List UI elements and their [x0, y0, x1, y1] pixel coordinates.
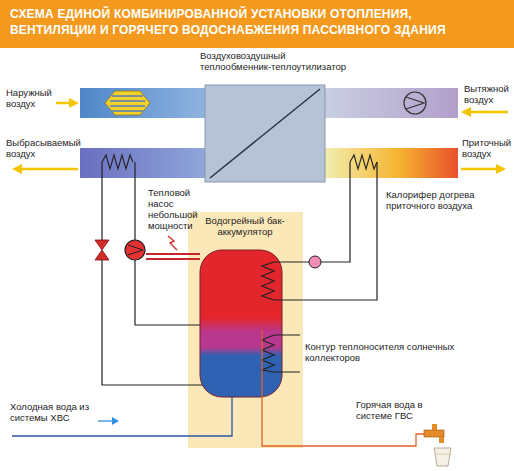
drawing-part: [128, 245, 143, 255]
air-label: Выбрасываемый воздух: [6, 138, 80, 160]
heat-pump-symbol: [125, 240, 145, 260]
drawing-part: [205, 85, 325, 182]
tank-housing: [188, 212, 303, 448]
drawing-part: [434, 448, 451, 466]
air-label: Вытяжной воздух: [464, 84, 512, 106]
discharge-air-duct: [80, 148, 205, 178]
drawing-part: [274, 162, 350, 262]
supply-air-duct: [325, 148, 458, 178]
drawing-part: [98, 420, 112, 421]
expansion-valve: [95, 240, 109, 260]
drawing-part: [496, 164, 506, 174]
power-symbol: [168, 236, 177, 250]
drawing-part: [135, 162, 208, 325]
electric-heater-lines: [146, 254, 200, 259]
node-heading: Воздуховоздушный теплообменник-теплоутил…: [200, 51, 350, 73]
drawing-part: [105, 91, 150, 115]
drawing-part: [435, 454, 450, 455]
outdoor-air-duct: [80, 88, 205, 118]
drawing-part: [404, 92, 426, 114]
drawing-part: [470, 111, 508, 114]
water-label: Холодная вода из системы ХВС: [10, 402, 110, 424]
drawing-part: [69, 98, 79, 108]
circulation-pump: [309, 256, 321, 268]
tank-housing-node: Водогрейный бак-аккумулятор: [190, 216, 300, 240]
drawing-part: [432, 424, 437, 430]
water-label: Горячая вода в системе ГВС: [356, 400, 456, 422]
drawing-part: [110, 96, 145, 111]
component-label: Калорифер догрева приточного воздуха: [386, 190, 478, 212]
exhaust-air-duct: [325, 88, 458, 118]
drawing-part: [56, 102, 70, 105]
exchanger-label-block: Воздуховоздушный теплообменник-теплоутил…: [200, 51, 350, 75]
drawing-part: [461, 168, 497, 171]
heater-coil: [350, 155, 377, 169]
drawing-part: [262, 335, 300, 372]
component-label: Тепловой насос небольшой мощности: [148, 188, 210, 232]
drawing-part: [262, 262, 274, 300]
filter-symbol: [105, 91, 150, 115]
node-heading: Водогрейный бак-аккумулятор: [190, 216, 300, 238]
drawing-part: [125, 240, 145, 260]
drawing-part: [274, 162, 377, 300]
heater-circuit: [262, 162, 377, 300]
drawing-part: [210, 89, 320, 178]
component-label: Контур теплоносителя солнечных коллектор…: [305, 342, 455, 364]
solar-circuit: [262, 335, 300, 372]
air-label: Приточный воздух: [462, 138, 512, 160]
drawing-part: [439, 437, 444, 443]
drawing-part: [424, 430, 444, 437]
drawing-part: [22, 168, 78, 171]
storage-tank: [200, 250, 282, 397]
drawing-part: [406, 97, 424, 109]
fan-symbol: [404, 92, 426, 114]
diagram-title: СХЕМА ЕДИНОЙ КОМБИНИРОВАННОЙ УСТАНОВКИ О…: [10, 6, 480, 38]
airflow-arrows: [12, 98, 508, 174]
drawing-part: [461, 107, 471, 117]
heat-exchanger: [205, 85, 325, 182]
drawing-part: [12, 164, 22, 174]
evaporator-coil: [102, 155, 133, 169]
air-label: Наружный воздух: [6, 88, 56, 110]
drawing-part: [112, 417, 119, 425]
